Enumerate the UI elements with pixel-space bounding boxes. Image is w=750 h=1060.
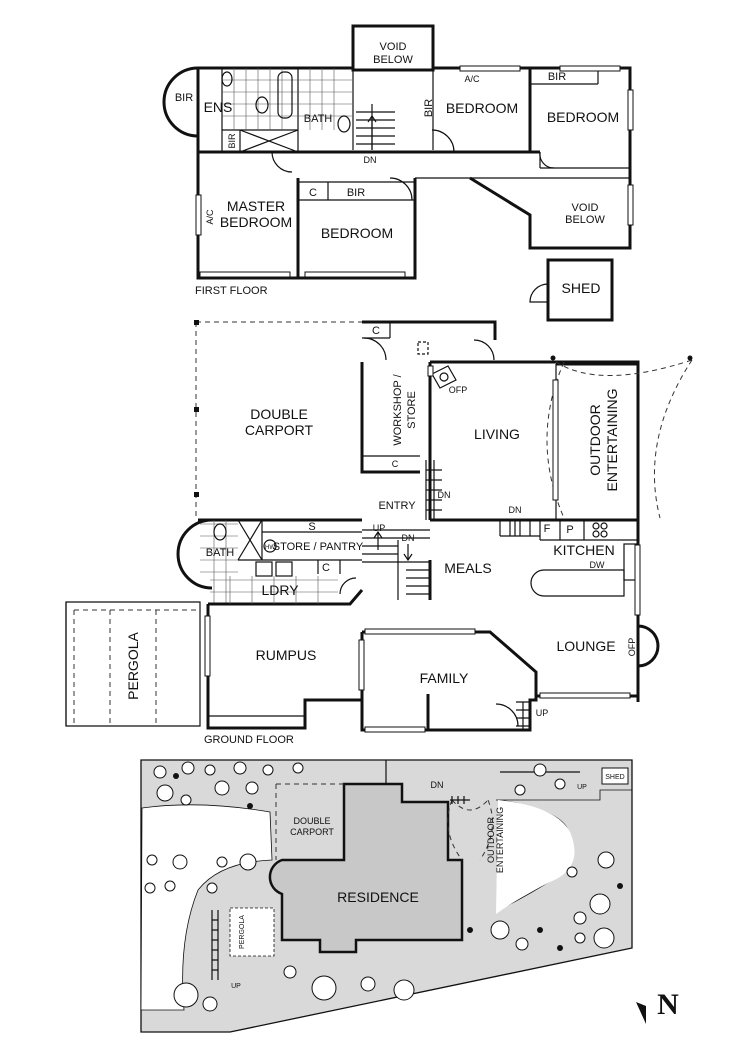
dn-label: DN (364, 155, 377, 165)
c-top-label: C (372, 325, 380, 337)
window (559, 65, 621, 72)
bath-ground-label: BATH (206, 547, 235, 559)
family-label: FAMILY (420, 670, 469, 686)
door-swing (539, 151, 555, 169)
workshop-store-label-1: WORKSHOP / (392, 373, 404, 445)
f-label: F (544, 523, 551, 535)
c-mid-label: C (392, 459, 399, 469)
window (304, 271, 406, 278)
ofp-right-label: OFP (627, 638, 637, 657)
bir-mid-label: BIR (423, 99, 435, 117)
north-label: N (657, 988, 679, 1021)
site-carport-label-1: DOUBLE (293, 816, 330, 826)
site-up-bottom-label: UP (231, 983, 241, 990)
door-swing (431, 129, 455, 153)
ofp-top-label: OFP (449, 385, 468, 395)
ens-label: ENS (204, 99, 233, 115)
outdoor-entertaining-label-2: ENTERTAINING (604, 389, 620, 492)
store-pantry-label: STORE / PANTRY (273, 541, 364, 553)
dn-stair-label: DN (402, 533, 415, 543)
void-below-right-label-2: BELOW (565, 214, 605, 226)
double-carport-label-2: CARPORT (245, 422, 314, 438)
ground-floor-plan: HW (65, 320, 693, 746)
tile-pattern (222, 68, 352, 130)
master-bedroom-label-2: BEDROOM (220, 214, 292, 230)
bir-right-label: BIR (548, 71, 566, 83)
bedroom-1-label: BEDROOM (446, 100, 518, 116)
arrow-icon (367, 114, 377, 150)
ldry-label: LDRY (261, 582, 299, 598)
outdoor-entertaining-label-1: OUTDOOR (587, 404, 603, 476)
dn-entry-label: DN (438, 490, 451, 500)
residence-label: RESIDENCE (337, 889, 419, 905)
bedroom-2-label: BEDROOM (547, 109, 619, 125)
entry-label: ENTRY (378, 500, 416, 512)
first-floor-plan: VOID BELOW BIR ENS BATH BIR DN BIR BEDRO… (162, 24, 634, 297)
s-label: S (308, 521, 315, 533)
workshop-store-label-2: STORE (406, 391, 418, 429)
site-plan: DOUBLE CARPORT RESIDENCE OUTDOOR ENTERTA… (140, 759, 633, 1033)
c-ldry-label: C (322, 562, 330, 574)
ground-floor-title: GROUND FLOOR (204, 734, 294, 746)
window (627, 89, 634, 131)
hw-label: HW (265, 545, 275, 551)
bir-small-label: BIR (227, 133, 237, 149)
site-up-top-label: UP (577, 784, 587, 791)
dw-label: DW (590, 560, 605, 570)
p-label: P (566, 524, 573, 536)
first-floor-title: FIRST FLOOR (195, 285, 268, 297)
site-dn-label: DN (431, 780, 444, 790)
trees (144, 761, 623, 1012)
bir-bottom-label: BIR (347, 187, 365, 199)
living-label: LIVING (474, 426, 520, 442)
door-swing (389, 177, 413, 201)
void-below-top-label-2: BELOW (373, 54, 413, 66)
ac-top-label: A/C (464, 74, 480, 84)
north-arrow-icon: N (636, 988, 679, 1024)
toilet-icon (337, 115, 351, 133)
double-carport-label-1: DOUBLE (250, 406, 308, 422)
dn-living-label: DN (509, 505, 522, 515)
bath-label: BATH (304, 113, 333, 125)
up-label: UP (373, 523, 386, 533)
stair-icon (356, 104, 395, 150)
door-swing (271, 151, 293, 173)
master-bedroom-label-1: MASTER (227, 198, 285, 214)
bathtub-icon (277, 71, 293, 119)
lounge-label: LOUNGE (556, 638, 615, 654)
shed-label: SHED (562, 280, 601, 296)
up-family-label: UP (536, 708, 549, 718)
toilet-icon (221, 71, 233, 87)
void-below-top-label-1: VOID (380, 41, 407, 53)
window (195, 194, 202, 236)
shower-icon (239, 129, 299, 153)
kitchen-label: KITCHEN (553, 542, 614, 558)
site-outdoor-label-1: OUTDOOR (486, 817, 496, 863)
c-label: C (309, 187, 317, 199)
window (199, 271, 291, 278)
bedroom-3-label: BEDROOM (321, 225, 393, 241)
site-pergola-label: PERGOLA (239, 915, 246, 949)
ac-left-label: A/C (205, 209, 215, 225)
site-outdoor-label-2: ENTERTAINING (495, 807, 505, 873)
meals-label: MEALS (444, 560, 491, 576)
site-shed-label: SHED (605, 774, 624, 781)
rumpus-label: RUMPUS (256, 647, 317, 663)
window (459, 65, 521, 72)
void-below-right-label-1: VOID (572, 202, 599, 214)
window (627, 184, 634, 226)
bir-left-label: BIR (175, 92, 193, 104)
site-carport-label-2: CARPORT (290, 827, 334, 837)
shed: SHED (529, 258, 614, 322)
basin-icon (255, 96, 269, 114)
door-swing (529, 283, 549, 303)
pergola-label: PERGOLA (125, 632, 141, 700)
